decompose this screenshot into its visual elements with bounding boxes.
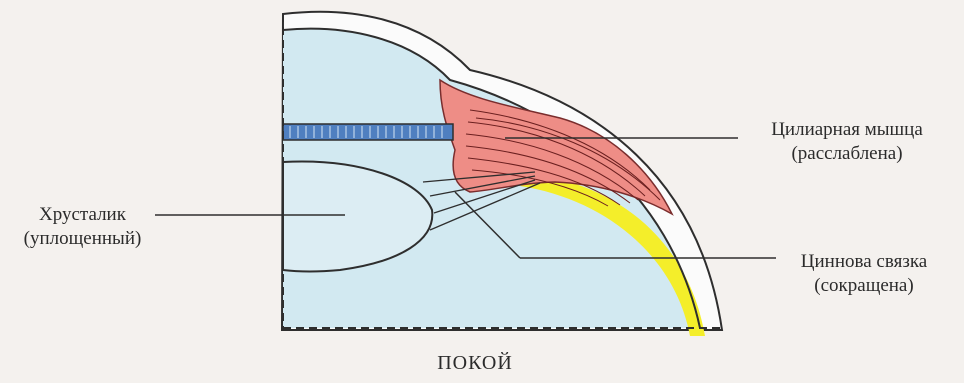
zonule-state: (сокращена) bbox=[766, 274, 962, 298]
diagram-caption: ПОКОЙ bbox=[400, 351, 550, 375]
zonule-title: Циннова связка bbox=[766, 250, 962, 274]
lens-state: (уплощенный) bbox=[0, 227, 165, 251]
zonule-label: Циннова связка (сокращена) bbox=[766, 250, 962, 298]
lens-label: Хрусталик (уплощенный) bbox=[0, 203, 165, 251]
lens-title: Хрусталик bbox=[0, 203, 165, 227]
ciliary-muscle-label: Цилиарная мышца (расслаблена) bbox=[732, 118, 962, 166]
ciliary-muscle-state: (расслаблена) bbox=[732, 142, 962, 166]
ciliary-muscle-title: Цилиарная мышца bbox=[732, 118, 962, 142]
iris bbox=[283, 124, 453, 140]
